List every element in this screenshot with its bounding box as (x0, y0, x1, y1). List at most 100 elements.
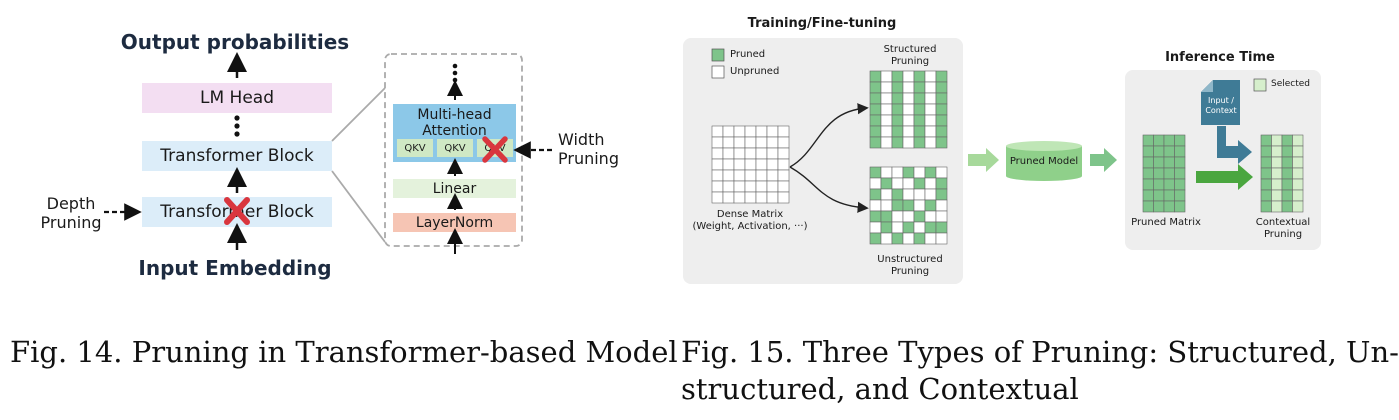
dense-matrix-cell (722, 180, 735, 193)
unstructured-matrix-cell (869, 221, 882, 234)
input-context-line1: Input / (1208, 96, 1234, 105)
unstructured-matrix-cell (924, 166, 937, 179)
structured-matrix-cell (902, 70, 915, 83)
unstructured-matrix-cell (935, 199, 948, 212)
pruned-matrix-cell (1163, 178, 1175, 191)
contextual-matrix-cell (1292, 189, 1304, 202)
unstructured-matrix-cell (869, 177, 882, 190)
dense-matrix-cell (744, 136, 757, 149)
structured-matrix-cell (902, 114, 915, 127)
dense-matrix-cell (777, 180, 790, 193)
contextual-matrix-cell (1292, 167, 1304, 180)
dense-matrix-cell (711, 158, 724, 171)
pruned-matrix-cell (1153, 167, 1165, 180)
dense-matrix-cell (711, 191, 724, 204)
pruned-matrix-cell (1174, 134, 1186, 147)
dense-matrix-cell (766, 191, 779, 204)
dense-matrix-cell (777, 147, 790, 160)
unstructured-matrix-cell (902, 221, 915, 234)
structured-matrix-cell (869, 125, 882, 138)
contextual-matrix-cell (1281, 167, 1293, 180)
pruned-matrix-cell (1142, 167, 1154, 180)
structured-matrix-cell (935, 92, 948, 105)
dense-matrix-cell (744, 125, 757, 138)
structured-matrix-cell (935, 114, 948, 127)
unstructured-label-line2: Pruning (890, 266, 930, 277)
contextual-matrix-cell (1281, 189, 1293, 202)
legend-selected-label: Selected (1271, 79, 1311, 89)
unstructured-matrix-cell (880, 210, 893, 223)
structured-matrix-cell (902, 125, 915, 138)
dense-matrix-cell (733, 136, 746, 149)
contextual-matrix-cell (1271, 189, 1283, 202)
pruned-matrix-cell (1163, 134, 1175, 147)
pruned-matrix-cell (1153, 145, 1165, 158)
contextual-matrix-cell (1281, 134, 1293, 147)
fig14-decorations (104, 52, 552, 254)
unstructured-pruning-label: Unstructured Pruning (868, 254, 952, 278)
structured-matrix-cell (880, 136, 893, 149)
structured-matrix-cell (891, 114, 904, 127)
legend-unpruned-label: Unpruned (730, 66, 780, 77)
contextual-matrix-cell (1292, 200, 1304, 213)
pruned-matrix-cell (1142, 156, 1154, 169)
unstructured-matrix-cell (869, 188, 882, 201)
contextual-matrix-cell (1292, 156, 1304, 169)
pruned-matrix-cell (1174, 200, 1186, 213)
fig15-inference-title: Inference Time (1165, 50, 1275, 65)
dense-matrix-cell (777, 136, 790, 149)
dense-matrix-cell (722, 191, 735, 204)
pruned-matrix-cell (1142, 200, 1154, 213)
curve-to-structured (789, 103, 869, 168)
contextual-matrix-cell (1271, 200, 1283, 213)
pruned-matrix-cell (1174, 189, 1186, 202)
unstructured-matrix-cell (869, 210, 882, 223)
structured-matrix-cell (880, 70, 893, 83)
unstructured-matrix-cell (880, 177, 893, 190)
unstructured-matrix-cell (891, 177, 904, 190)
unstructured-matrix-cell (924, 232, 937, 245)
width-pruning-line2: Pruning (558, 149, 619, 168)
structured-matrix-cell (913, 114, 926, 127)
structured-matrix-cell (913, 81, 926, 94)
structured-matrix-cell (913, 70, 926, 83)
dense-matrix-cell (711, 169, 724, 182)
structured-matrix-cell (924, 136, 937, 149)
unstructured-matrix-cell (891, 232, 904, 245)
dense-matrix-cell (733, 125, 746, 138)
dense-matrix-cell (766, 169, 779, 182)
structured-matrix-cell (869, 103, 882, 116)
structured-matrix-cell (891, 70, 904, 83)
unstructured-matrix-cell (902, 232, 915, 245)
depth-pruning-x-icon (224, 197, 250, 225)
unstructured-matrix (869, 166, 948, 245)
width-pruning-x-icon (482, 136, 508, 163)
structured-matrix-cell (891, 81, 904, 94)
dense-matrix (711, 125, 790, 204)
structured-matrix-cell (935, 81, 948, 94)
dense-matrix-cell (744, 191, 757, 204)
structured-matrix-cell (935, 103, 948, 116)
unstructured-matrix-cell (880, 166, 893, 179)
unstructured-matrix-cell (924, 210, 937, 223)
fig15-caption-line2: structured, and Contextual (681, 372, 1079, 406)
fig14-depth-pruning-label: Depth Pruning (26, 194, 116, 232)
unstructured-matrix-cell (880, 188, 893, 201)
legend-pruned-label: Pruned (730, 49, 766, 60)
pruned-model-cylinder (1006, 141, 1082, 181)
fig15-caption: Fig. 15. Three Types of Pruning: Structu… (681, 334, 1399, 408)
unstructured-matrix-cell (913, 188, 926, 201)
contextual-matrix-cell (1260, 167, 1272, 180)
contextual-matrix-cell (1292, 178, 1304, 191)
fig14-output-label: Output probabilities (120, 30, 350, 54)
dense-matrix-cell (722, 125, 735, 138)
unstructured-matrix-cell (924, 221, 937, 234)
unstructured-matrix-cell (902, 210, 915, 223)
structured-matrix-cell (902, 136, 915, 149)
contextual-matrix-cell (1260, 189, 1272, 202)
dense-matrix-cell (777, 158, 790, 171)
unstructured-matrix-cell (913, 199, 926, 212)
structured-matrix-cell (924, 70, 937, 83)
pruned-to-contextual-arrow (1196, 164, 1253, 190)
unstructured-matrix-cell (891, 188, 904, 201)
